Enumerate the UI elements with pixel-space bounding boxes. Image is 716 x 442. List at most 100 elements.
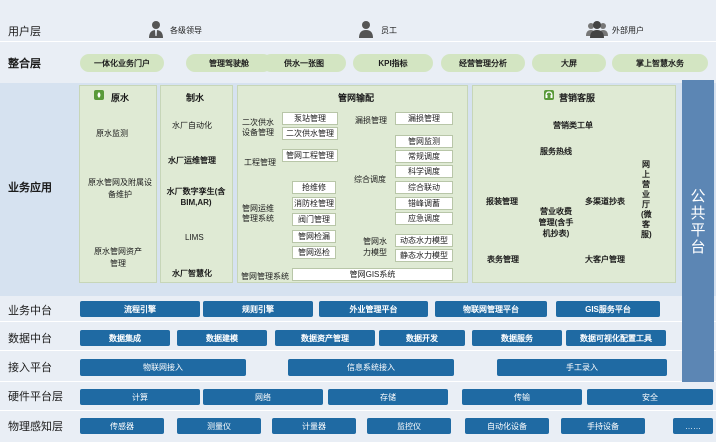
water-production-item[interactable]: 水厂数字孪生(含BIM,AR) xyxy=(166,187,226,207)
hardware-item[interactable]: 传输 xyxy=(462,389,582,405)
divider xyxy=(0,410,716,411)
data-middle-item[interactable]: 数据集成 xyxy=(80,330,170,346)
physical-item[interactable]: 手持设备 xyxy=(561,418,645,434)
business-middle-item[interactable]: 物联网管理平台 xyxy=(435,301,547,317)
integration-item[interactable]: 经营管理分析 xyxy=(441,54,525,72)
water-production-item[interactable]: 水厂运维管理 xyxy=(168,156,216,165)
physical-item[interactable]: 传感器 xyxy=(80,418,164,434)
business-middle-label: 业务中台 xyxy=(8,305,52,317)
access-item[interactable]: 信息系统接入 xyxy=(288,359,454,376)
dispatch-box[interactable]: 应急调度 xyxy=(395,212,453,225)
om-box[interactable]: 消防栓管理 xyxy=(292,197,336,210)
dispatch-box[interactable]: 错峰调蓄 xyxy=(395,197,453,210)
marketing-title: 营销客服 xyxy=(559,93,596,103)
raw-water-item[interactable]: 原水管网及附属设备维护 xyxy=(88,178,152,199)
raw-water-title: 原水 xyxy=(111,93,130,103)
physical-item[interactable]: 计量器 xyxy=(272,418,356,434)
om-box[interactable]: 阀门管理 xyxy=(292,213,336,226)
om-label: 管网运维管理系统 xyxy=(242,204,274,223)
om-box[interactable]: 管网巡检 xyxy=(292,246,336,259)
hardware-item[interactable]: 安全 xyxy=(587,389,713,405)
public-platform-bar xyxy=(682,80,714,382)
integration-item[interactable]: 供水一张图 xyxy=(262,54,346,72)
business-apps-label: 业务应用 xyxy=(8,182,52,194)
dispatch-box[interactable]: 管网监测 xyxy=(395,135,453,148)
divider xyxy=(0,321,716,322)
hardware-item[interactable]: 计算 xyxy=(80,389,200,405)
pipe-network-title: 管网输配 xyxy=(338,93,375,103)
pipe-system-label: 管网管理系统 xyxy=(241,272,289,281)
integration-item[interactable]: 掌上智慧水务 xyxy=(612,54,708,72)
integration-layer-label: 整合层 xyxy=(8,58,41,70)
dispatch-box[interactable]: 常规调度 xyxy=(395,150,453,163)
business-middle-item[interactable]: 规则引擎 xyxy=(203,301,313,317)
marketing-panel xyxy=(472,85,676,283)
raw-water-panel xyxy=(79,85,157,283)
user-leader-label: 各级领导 xyxy=(170,26,202,35)
access-item[interactable]: 物联网接入 xyxy=(80,359,246,376)
data-middle-item[interactable]: 数据可视化配置工具 xyxy=(566,330,666,346)
divider xyxy=(0,41,716,42)
integration-item[interactable]: 管理驾驶舱 xyxy=(186,54,272,72)
divider xyxy=(0,350,716,351)
physical-item[interactable]: 测量仪 xyxy=(177,418,261,434)
water-production-item[interactable]: LIMS xyxy=(185,233,204,242)
business-middle-item[interactable]: GIS服务平台 xyxy=(556,301,660,317)
leak-box[interactable]: 漏损管理 xyxy=(395,112,453,125)
hardware-item[interactable]: 网络 xyxy=(203,389,323,405)
external-users-icon xyxy=(586,21,608,38)
physical-layer-label: 物理感知层 xyxy=(8,421,63,433)
access-platform-label: 接入平台 xyxy=(8,362,52,374)
engineering-label: 工程管理 xyxy=(244,158,276,167)
physical-item[interactable]: …… xyxy=(673,418,713,434)
marketing-item[interactable]: 营销类工单 xyxy=(553,121,593,130)
leader-icon xyxy=(149,21,163,38)
hardware-item[interactable]: 存储 xyxy=(328,389,448,405)
physical-item[interactable]: 监控仪 xyxy=(367,418,451,434)
hardware-layer-label: 硬件平台层 xyxy=(8,391,63,403)
data-middle-label: 数据中台 xyxy=(8,333,52,345)
integration-item[interactable]: KPI指标 xyxy=(353,54,433,72)
om-box[interactable]: 抢维修 xyxy=(292,181,336,194)
public-platform-label: 公共平台 xyxy=(690,188,706,256)
marketing-item[interactable]: 网上营业厅(微客服) xyxy=(641,160,652,239)
data-middle-item[interactable]: 数据开发 xyxy=(379,330,465,346)
om-box[interactable]: 管网检漏 xyxy=(292,230,336,243)
marketing-item[interactable]: 大客户管理 xyxy=(585,255,625,264)
data-middle-item[interactable]: 数据资产管理 xyxy=(275,330,375,346)
business-middle-item[interactable]: 流程引擎 xyxy=(80,301,200,317)
leak-label: 漏损管理 xyxy=(355,116,387,125)
integration-item[interactable]: 大屏 xyxy=(532,54,606,72)
divider xyxy=(0,381,716,382)
user-external-label: 外部用户 xyxy=(612,26,644,35)
marketing-item[interactable]: 表务管理 xyxy=(487,255,519,264)
hydraulic-model-box[interactable]: 动态水力模型 xyxy=(395,234,453,247)
access-item[interactable]: 手工录入 xyxy=(497,359,667,376)
marketing-item[interactable]: 多渠道抄表 xyxy=(585,197,625,206)
data-middle-item[interactable]: 数据服务 xyxy=(472,330,562,346)
gis-system-box[interactable]: 管网GIS系统 xyxy=(292,268,453,281)
business-middle-item[interactable]: 外业管理平台 xyxy=(319,301,428,317)
dispatch-box[interactable]: 科学调度 xyxy=(395,165,453,178)
physical-item[interactable]: 自动化设备 xyxy=(465,418,549,434)
raw-water-icon xyxy=(94,90,104,100)
staff-icon xyxy=(359,21,373,38)
secondary-supply-box[interactable]: 二次供水管理 xyxy=(282,127,338,140)
marketing-item[interactable]: 报装管理 xyxy=(486,197,518,206)
raw-water-item[interactable]: 原水管网资产管理 xyxy=(94,247,142,268)
dispatch-box[interactable]: 综合联动 xyxy=(395,181,453,194)
marketing-item[interactable]: 服务热线 xyxy=(540,147,572,156)
data-middle-item[interactable]: 数据建模 xyxy=(177,330,267,346)
water-production-item[interactable]: 水厂自动化 xyxy=(172,121,212,130)
marketing-item[interactable]: 营业收费管理(含手机抄表) xyxy=(538,207,574,238)
integration-item[interactable]: 一体化业务门户 xyxy=(80,54,164,72)
secondary-supply-label: 二次供水设备管理 xyxy=(242,118,274,137)
raw-water-item[interactable]: 原水监测 xyxy=(96,129,128,138)
hydraulic-model-box[interactable]: 静态水力模型 xyxy=(395,249,453,262)
pump-station-box[interactable]: 泵站管理 xyxy=(282,112,338,125)
engineering-box[interactable]: 管网工程管理 xyxy=(282,149,338,162)
user-layer-label: 用户层 xyxy=(8,26,41,38)
customer-service-icon xyxy=(544,90,554,100)
water-production-item[interactable]: 水厂智慧化 xyxy=(172,269,212,278)
